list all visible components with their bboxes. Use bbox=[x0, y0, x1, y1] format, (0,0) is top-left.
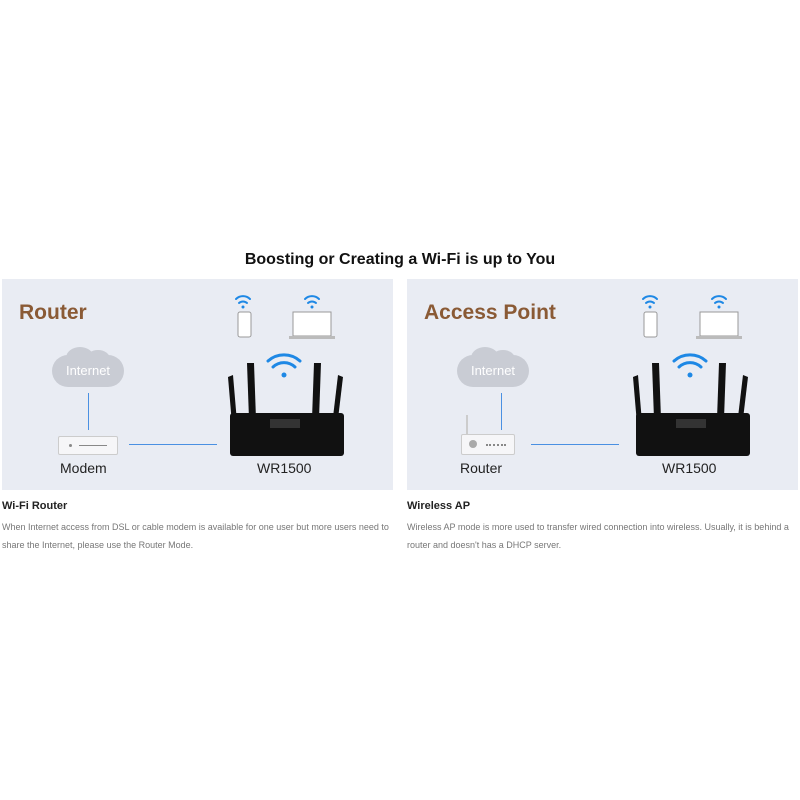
router-model-label: WR1500 bbox=[662, 460, 717, 476]
connection-line bbox=[129, 444, 217, 445]
internet-cloud-icon: Internet bbox=[457, 347, 529, 387]
panel-title: Access Point bbox=[424, 301, 556, 324]
device-label: Router bbox=[460, 460, 503, 476]
connection-line bbox=[531, 444, 619, 445]
access-point-description: Wireless AP Wireless AP mode is more use… bbox=[407, 500, 799, 554]
router-mode-description: Wi-Fi Router When Internet access from D… bbox=[2, 500, 394, 554]
connection-line bbox=[501, 393, 502, 430]
description-text: Wireless AP mode is more used to transfe… bbox=[407, 522, 789, 550]
router-devices-icon bbox=[633, 295, 750, 456]
panel-title: Router bbox=[19, 301, 87, 324]
router-model-label: WR1500 bbox=[257, 460, 312, 476]
description-title: Wireless AP bbox=[407, 500, 471, 512]
access-point-panel: Access Point Internet Router WR1500 bbox=[407, 279, 798, 490]
page-heading: Boosting or Creating a Wi-Fi is up to Yo… bbox=[244, 251, 556, 268]
router-mode-panel: Router Internet Modem WR1500 bbox=[2, 279, 393, 490]
connection-line bbox=[88, 393, 89, 430]
modem-icon bbox=[58, 436, 118, 455]
cloud-label: Internet bbox=[65, 363, 111, 378]
description-text: When Internet access from DSL or cable m… bbox=[2, 522, 389, 550]
internet-cloud-icon: Internet bbox=[52, 347, 124, 387]
router-devices-icon bbox=[228, 295, 344, 456]
description-title: Wi-Fi Router bbox=[2, 500, 68, 512]
router-device-icon bbox=[461, 415, 515, 455]
cloud-label: Internet bbox=[470, 363, 516, 378]
device-label: Modem bbox=[60, 460, 107, 476]
